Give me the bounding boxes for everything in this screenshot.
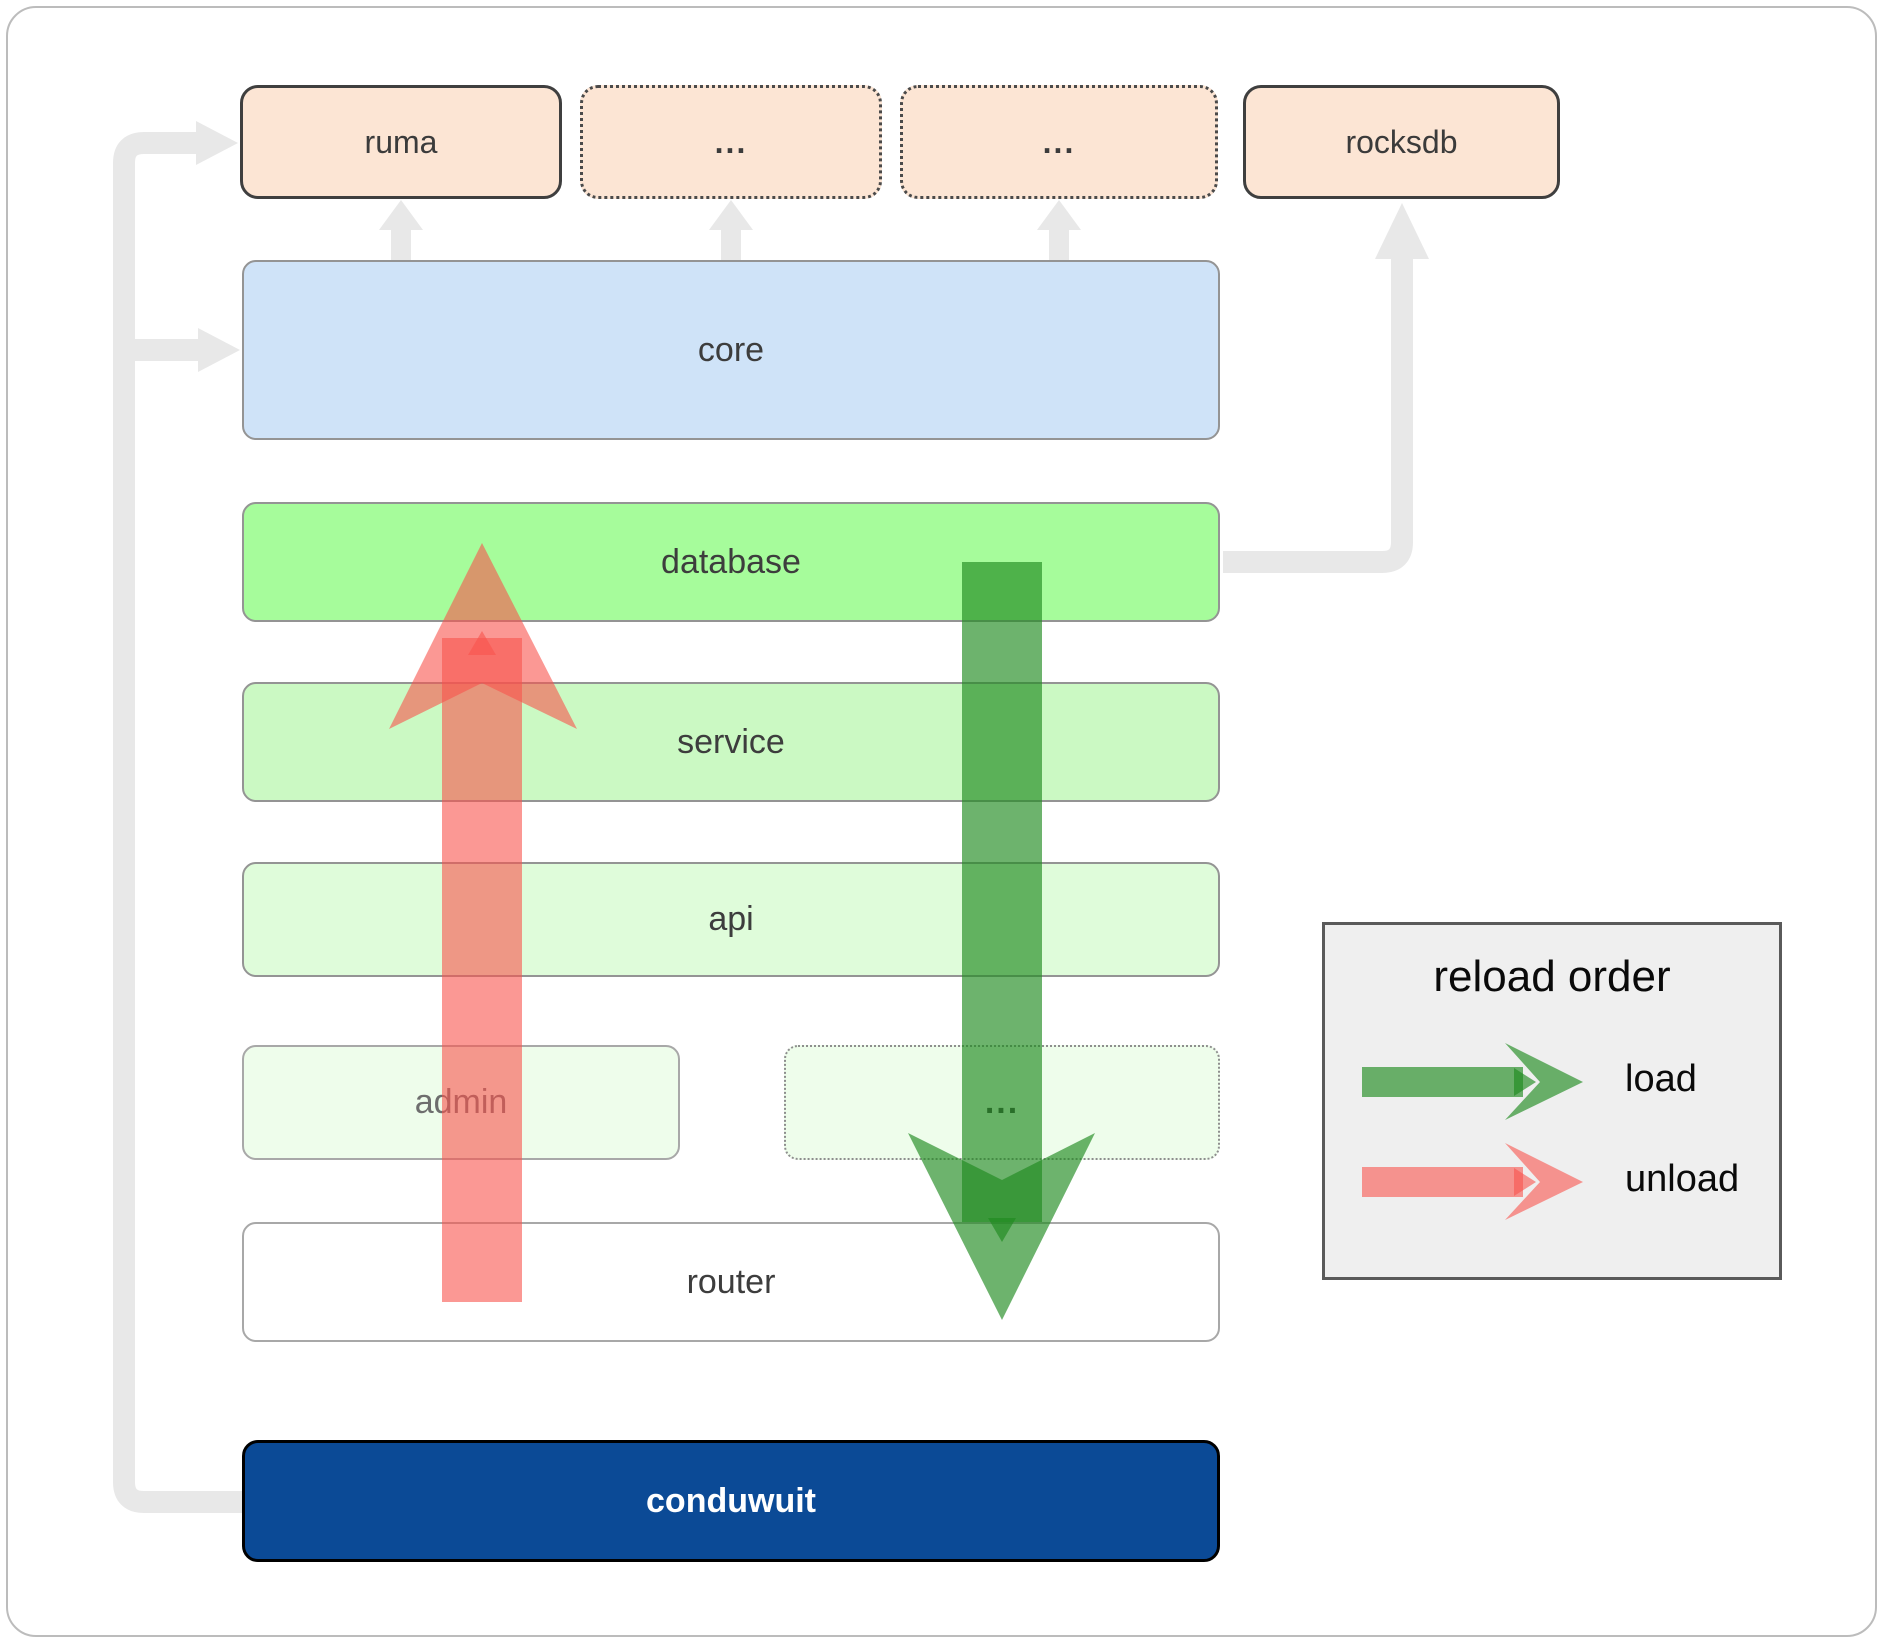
box-service-label: service [677, 722, 785, 761]
legend-unload-label: unload [1625, 1158, 1740, 1200]
box-core-label: core [697, 330, 765, 369]
box-rocksdb: rocksdb [1243, 85, 1560, 199]
box-router-label: router [686, 1262, 776, 1301]
box-dots-a-label: ... [714, 123, 748, 160]
box-api-label: api [708, 900, 754, 938]
box-service: service [242, 682, 1220, 802]
box-conduwuit-label: conduwuit [646, 1481, 816, 1520]
box-conduwuit: conduwuit [242, 1440, 1220, 1562]
box-ruma: ruma [240, 85, 562, 199]
box-database-label: database [661, 542, 801, 581]
box-admin: admin [242, 1045, 680, 1160]
box-admin-label: admin [414, 1083, 508, 1121]
legend-load-label: load [1625, 1058, 1697, 1100]
box-dots-b: ... [900, 85, 1218, 199]
box-dots-c: ... [784, 1045, 1220, 1160]
box-ruma-label: ruma [364, 123, 438, 160]
box-dots-c-label: ... [984, 1083, 1020, 1121]
legend-title: reload order [1433, 952, 1671, 1001]
box-dots-b-label: ... [1042, 123, 1076, 160]
box-rocksdb-label: rocksdb [1345, 123, 1458, 160]
box-core: core [242, 260, 1220, 440]
box-database: database [242, 502, 1220, 622]
box-api: api [242, 862, 1220, 977]
outer-frame [6, 6, 1877, 1637]
box-dots-a: ... [580, 85, 882, 199]
box-router: router [242, 1222, 1220, 1342]
